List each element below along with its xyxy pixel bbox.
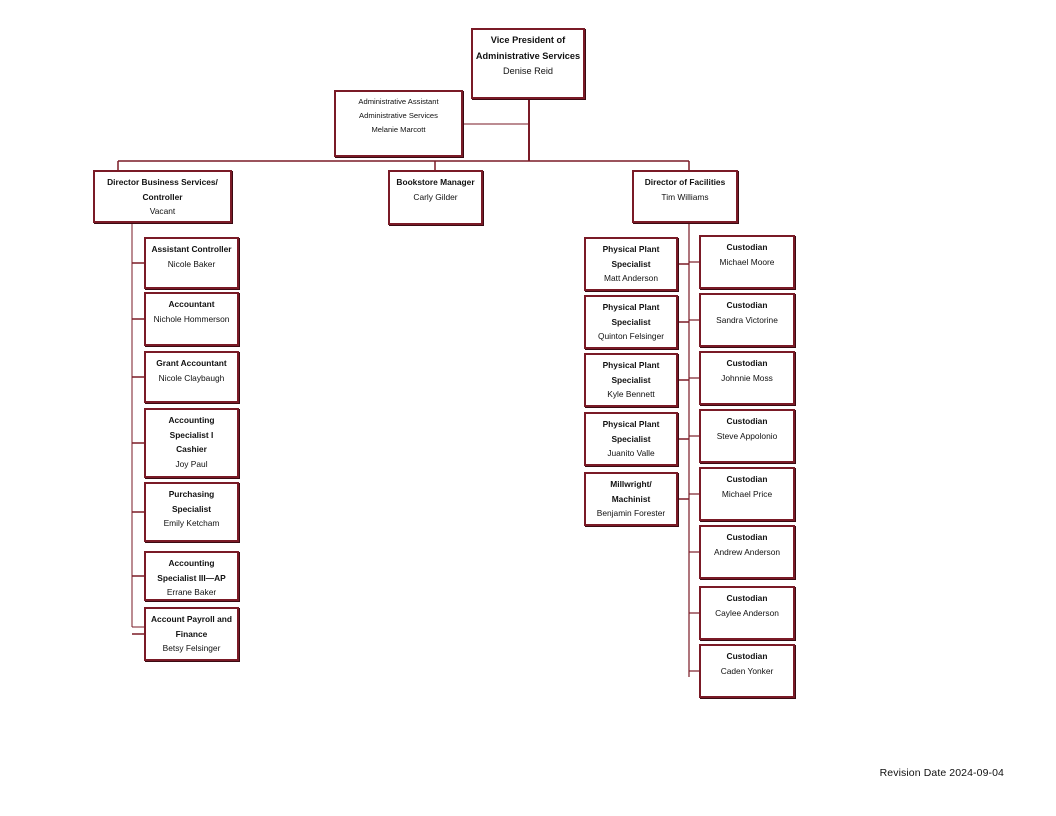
custodian-box-title-line: Custodian bbox=[726, 593, 768, 603]
business-staff-box-title-line: Accounting bbox=[168, 415, 215, 425]
business-staff-box-name: Nicole Baker bbox=[167, 258, 216, 269]
plant-staff-box-name: Benjamin Forester bbox=[596, 508, 666, 518]
bookstore-title: Bookstore Manager bbox=[396, 177, 475, 187]
business-staff-box-title-line: Assistant Controller bbox=[151, 244, 232, 254]
business-staff-box-title-line: Finance bbox=[175, 628, 208, 639]
business-staff-box-name: Emily Ketcham bbox=[163, 518, 220, 528]
director-facilities-title: Director of Facilities bbox=[644, 177, 726, 187]
plant-staff-box-title-line: Machinist bbox=[611, 493, 651, 504]
business-staff-box-name: Nichole Hommerson bbox=[153, 313, 230, 324]
business-staff-box-title-line: Accounting bbox=[168, 558, 215, 568]
plant-staff-box-title-line: Physical Plant bbox=[602, 302, 660, 312]
plant-staff-box-title-line: Specialist bbox=[611, 374, 651, 385]
vp-title-line1: Vice President of bbox=[490, 35, 566, 45]
custodian-box-name: Michael Moore bbox=[719, 256, 775, 267]
vp-box: Vice President of Administrative Service… bbox=[471, 28, 585, 99]
custodian-box-title-line: Custodian bbox=[726, 416, 768, 426]
assistant-name: Melanie Marcott bbox=[371, 125, 426, 134]
plant-staff-box-title-line: Specialist bbox=[611, 433, 651, 444]
assistant-box: Administrative Assistant Administrative … bbox=[334, 90, 463, 157]
director-facilities-name: Tim Williams bbox=[661, 191, 709, 202]
plant-staff-box-name: Matt Anderson bbox=[603, 273, 658, 283]
plant-staff-box-title-line: Specialist bbox=[611, 258, 651, 269]
plant-staff-box-title-line: Physical Plant bbox=[602, 360, 660, 370]
director-business-name: Vacant bbox=[149, 206, 176, 216]
plant-staff-box-title-line: Millwright/ bbox=[610, 479, 652, 489]
vp-title-line2: Administrative Services bbox=[475, 50, 581, 61]
custodian-box-name: Johnnie Moss bbox=[721, 372, 773, 383]
custodian-box-name: Steve Appolonio bbox=[716, 430, 778, 441]
custodian-box-name: Sandra Victorine bbox=[716, 314, 778, 325]
custodian-box-name: Michael Price bbox=[721, 488, 773, 499]
custodian-box-title-line: Custodian bbox=[726, 651, 768, 661]
revision-date: Revision Date 2024-09-04 bbox=[879, 767, 1004, 779]
director-business-title-line1: Director Business Services/ bbox=[107, 177, 218, 187]
director-business-title-line2: Controller bbox=[142, 191, 183, 202]
custodian-box-name: Caylee Anderson bbox=[715, 607, 779, 618]
plant-staff-box-title-line: Physical Plant bbox=[602, 419, 660, 429]
custodian-box-title-line: Custodian bbox=[726, 532, 768, 542]
plant-staff-box-name: Juanito Valle bbox=[607, 448, 655, 458]
plant-staff-box-title-line: Physical Plant bbox=[602, 244, 660, 254]
custodian-box-name: Andrew Anderson bbox=[713, 546, 781, 557]
business-staff-box-title-line: Grant Accountant bbox=[156, 358, 227, 368]
custodian-box-title-line: Custodian bbox=[726, 242, 768, 252]
assistant-title-line1: Administrative Assistant bbox=[358, 97, 439, 106]
director-business-box: Director Business Services/ Controller V… bbox=[93, 170, 232, 223]
plant-staff-box-title-line: Specialist bbox=[611, 316, 651, 327]
plant-staff-box-name: Kyle Bennett bbox=[607, 389, 655, 399]
custodian-box-name: Caden Yonker bbox=[720, 665, 774, 676]
business-staff-box-title-line: Cashier bbox=[176, 444, 207, 454]
plant-staff-box-name: Quinton Felsinger bbox=[597, 331, 665, 341]
business-staff-box-title-line: Specialist I bbox=[169, 429, 214, 440]
custodian-box-title-line: Custodian bbox=[726, 474, 768, 484]
vp-name: Denise Reid bbox=[502, 66, 554, 76]
bookstore-name: Carly Gilder bbox=[413, 191, 458, 202]
custodian-box-title-line: Custodian bbox=[726, 300, 768, 310]
business-staff-box-title-line: Specialist III—AP bbox=[157, 572, 226, 583]
director-facilities-box: Director of Facilities Tim Williams bbox=[632, 170, 738, 223]
business-staff-box-title-line: Purchasing bbox=[168, 489, 215, 499]
business-staff-box-title-line: Account Payroll and bbox=[151, 614, 232, 624]
business-staff-box-title-line: Specialist bbox=[171, 503, 212, 514]
assistant-title-line2: Administrative Services bbox=[359, 111, 438, 120]
custodian-box-title-line: Custodian bbox=[726, 358, 768, 368]
business-staff-box-name: Errane Baker bbox=[166, 587, 217, 597]
business-staff-box-title-line: Accountant bbox=[168, 299, 215, 309]
business-staff-box-name: Nicole Claybaugh bbox=[158, 372, 225, 383]
business-staff-box-name: Betsy Felsinger bbox=[162, 643, 221, 653]
business-staff-box-name: Joy Paul bbox=[175, 458, 208, 469]
bookstore-manager-box: Bookstore Manager Carly Gilder bbox=[388, 170, 483, 225]
